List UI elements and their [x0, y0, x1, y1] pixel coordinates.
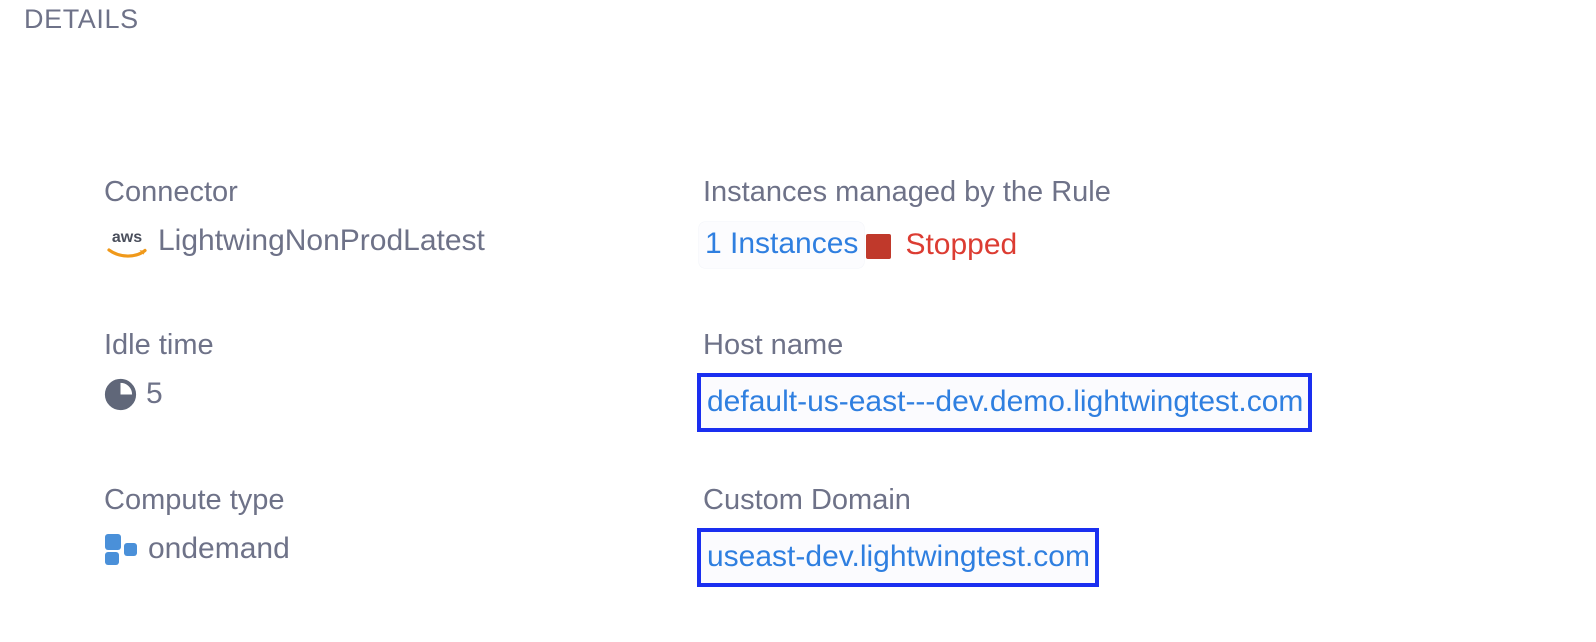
connector-value: LightwingNonProdLatest: [158, 224, 485, 257]
compute-type-label: Compute type: [104, 484, 285, 516]
connector-label: Connector: [104, 176, 238, 208]
aws-logo-icon: aws: [104, 225, 150, 259]
clock-pie-icon: [104, 378, 137, 411]
idle-time-label: Idle time: [104, 329, 214, 361]
idle-time-value: 5: [146, 377, 163, 410]
field-connector: Connector aws LightwingNonProdLatest: [104, 175, 684, 260]
compute-type-value-row: ondemand: [104, 530, 684, 568]
instances-label: Instances managed by the Rule: [703, 176, 1111, 208]
field-instances: Instances managed by the Rule 1 Instance…: [699, 175, 1593, 268]
host-name-link[interactable]: default-us-east---dev.demo.lightwingtest…: [697, 373, 1313, 432]
instances-count-link[interactable]: 1 Instances: [699, 222, 865, 268]
status-badge: Stopped: [905, 228, 1018, 261]
host-name-label: Host name: [703, 329, 844, 361]
field-idle-time: Idle time 5: [104, 328, 684, 413]
idle-time-value-row: 5: [104, 375, 684, 413]
compute-blocks-icon: [104, 532, 140, 566]
connector-value-row: aws LightwingNonProdLatest: [104, 222, 684, 260]
instances-value-row: 1 Instances Stopped: [699, 222, 1593, 268]
svg-text:aws: aws: [112, 229, 142, 246]
page-title: DETAILS: [24, 4, 139, 34]
stopped-square-icon: [866, 233, 892, 259]
field-custom-domain: Custom Domain useast-dev.lightwingtest.c…: [697, 483, 1593, 587]
field-host-name: Host name default-us-east---dev.demo.lig…: [697, 328, 1593, 432]
custom-domain-link[interactable]: useast-dev.lightwingtest.com: [697, 528, 1099, 587]
field-compute-type: Compute type ondemand: [104, 483, 684, 568]
compute-type-value: ondemand: [148, 532, 290, 565]
custom-domain-label: Custom Domain: [703, 484, 911, 516]
